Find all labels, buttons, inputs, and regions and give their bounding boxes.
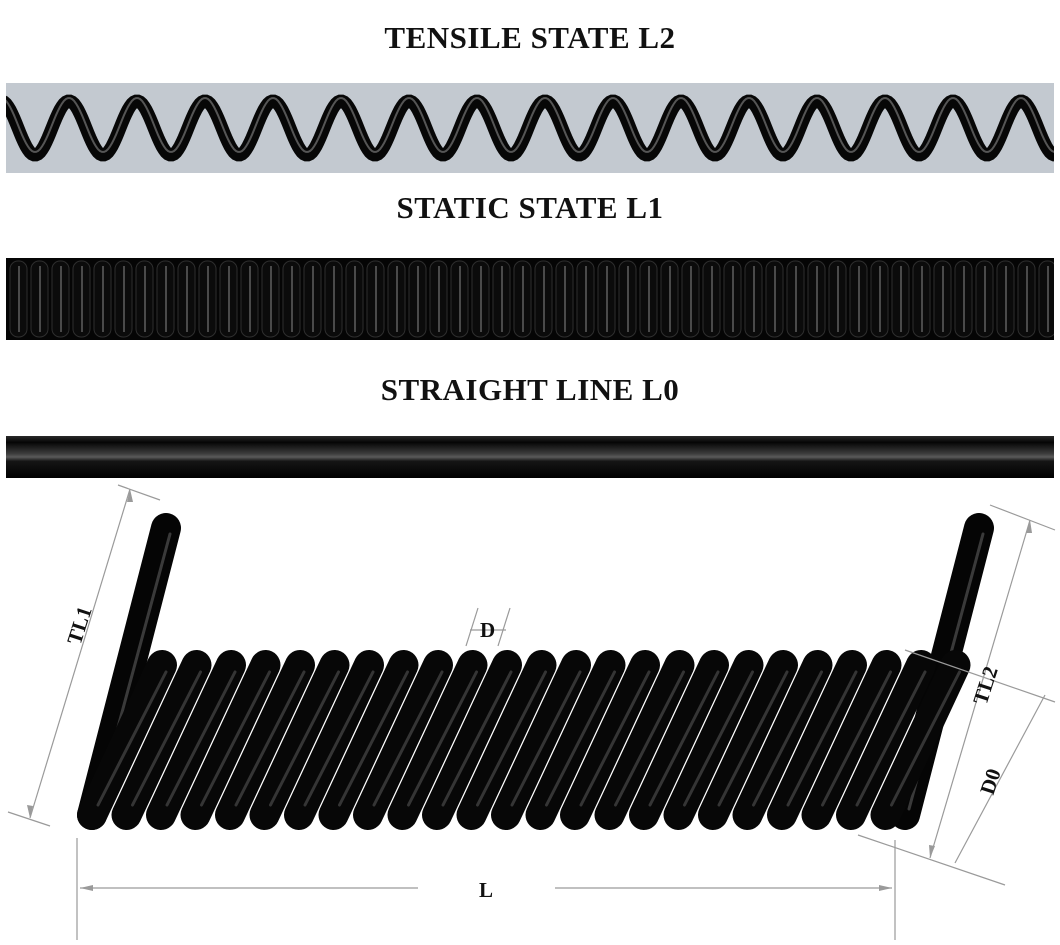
coil-loop-shine [441, 670, 513, 807]
coil-loop-shine [200, 670, 271, 807]
coil-loop-shine [855, 670, 927, 807]
coil-loop-shine [269, 670, 340, 807]
coil-loop [767, 650, 867, 830]
coil-loop [456, 650, 557, 830]
coil-loop-shine [752, 670, 823, 807]
tensile-state-image [6, 83, 1054, 173]
coil-spring [77, 513, 994, 830]
coil-loop [629, 650, 729, 830]
coil-loop-shine [890, 670, 961, 807]
coil-loop [560, 650, 660, 830]
tensile-state-title: TENSILE STATE L2 [384, 20, 676, 55]
coil-loop-shine [821, 670, 892, 807]
l-dimension [76, 838, 896, 940]
coil-loop-shine [234, 670, 306, 807]
coil-loop [491, 650, 591, 830]
coil-loop [249, 650, 350, 830]
coil-loop-shine [510, 670, 582, 807]
coil-loop-shine [303, 670, 375, 807]
straight-cable [6, 436, 1054, 478]
coil-loop-shine [338, 670, 409, 807]
coil-loop [111, 650, 212, 830]
coil-loop [387, 650, 488, 830]
coil-loop-shine [476, 670, 547, 807]
coil-loop [801, 650, 902, 830]
straight-line-image [6, 436, 1054, 478]
coil-loop-shine [545, 670, 616, 807]
coil-loop [732, 650, 833, 830]
static-state-image [6, 258, 1054, 340]
l-label: L [479, 878, 494, 902]
coil-loop-shine [131, 670, 202, 807]
static-coil-ring [1038, 260, 1054, 338]
tl2-d0-dimension [857, 504, 1056, 886]
straight-line-title: STRAIGHT LINE L0 [380, 372, 680, 407]
coil-loop-shine [407, 670, 478, 807]
static-coil-graphic [6, 258, 1054, 340]
coil-loop [146, 650, 246, 830]
static-state-title: STATIC STATE L1 [396, 190, 664, 225]
coil-loop-shine [614, 670, 685, 807]
coil-loop [180, 650, 281, 830]
coil-loop [594, 650, 695, 830]
coil-loop-shine [372, 670, 444, 807]
d-dimension [465, 607, 511, 647]
coil-loop-shine [96, 670, 168, 807]
coil-loop [525, 650, 626, 830]
coil-loop [353, 650, 453, 830]
tensile-coil [6, 94, 1054, 162]
coil-loop [77, 650, 177, 830]
coil-loop [422, 650, 522, 830]
coil-loop-shine [786, 670, 858, 807]
coil-loop [663, 650, 764, 830]
coil-loop [318, 650, 419, 830]
coil-loop [836, 650, 936, 830]
coil-loop [284, 650, 384, 830]
d-label: D [480, 618, 496, 642]
coil-loop-shine [579, 670, 651, 807]
coil-loop-shine [648, 670, 720, 807]
coil-loop-shine [717, 670, 789, 807]
tl1-dimension [7, 484, 161, 827]
tensile-coil-highlight [6, 97, 1054, 153]
coil-loop [870, 650, 971, 830]
coil-loop [215, 650, 315, 830]
tensile-coil-graphic [6, 83, 1054, 173]
coil-loop-shine [683, 670, 754, 807]
straight-cable-graphic [6, 436, 1054, 478]
coil-loop-shine [165, 670, 237, 807]
coil-loop [698, 650, 798, 830]
